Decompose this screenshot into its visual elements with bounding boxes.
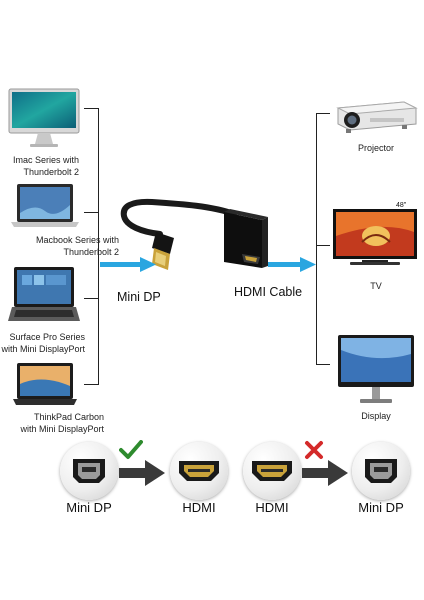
- input-label: Mini DP: [117, 290, 161, 304]
- left-bracket-tick: [84, 212, 99, 213]
- imac-image: [8, 88, 80, 147]
- source-caption-surface: Surface Pro Series with Mini DisplayPort: [0, 331, 85, 355]
- display-caption-projector: Projector: [357, 143, 394, 153]
- monitor-image: [338, 335, 414, 403]
- arrow-input: [100, 257, 156, 272]
- caption-line: Macbook Series with: [35, 235, 119, 245]
- caption-line: Imac Series with: [12, 155, 79, 165]
- arrow-output: [268, 257, 316, 272]
- caption-line: with Mini DisplayPort: [1, 344, 85, 354]
- right-bracket-tick: [316, 113, 330, 114]
- caption-line: with Mini DisplayPort: [20, 424, 104, 434]
- source-caption-imac: Imac Series with Thunderbolt 2: [0, 154, 79, 178]
- display-caption-tv: TV: [370, 281, 382, 291]
- output-label: HDMI Cable: [234, 285, 303, 299]
- cross-icon: [305, 441, 323, 459]
- left-bracket-tick: [84, 108, 99, 109]
- right-bracket-vertical: [316, 113, 317, 364]
- caption-line: ThinkPad Carbon: [33, 412, 104, 422]
- compat-from-label: Mini DP: [66, 500, 112, 515]
- left-bracket-tick: [84, 384, 99, 385]
- macbook-image: [11, 184, 79, 227]
- hdmi-port-icon: [252, 461, 292, 481]
- hdmi-port-icon: [179, 461, 219, 481]
- arrow-right-icon: [119, 460, 165, 486]
- display-caption-monitor: Display: [361, 411, 391, 421]
- tv-size-badge: 48": [396, 202, 407, 209]
- minidp-port-icon: [365, 459, 397, 483]
- caption-line: Thunderbolt 2: [23, 167, 79, 177]
- source-caption-thinkpad: ThinkPad Carbon with Mini DisplayPort: [0, 411, 104, 435]
- right-bracket-tick: [316, 364, 330, 365]
- compat-to-label: HDMI: [182, 500, 216, 515]
- caption-line: Surface Pro Series: [9, 332, 85, 342]
- adapter-image: [120, 198, 268, 270]
- check-icon: [119, 440, 143, 459]
- compat-from-label: HDMI: [255, 500, 289, 515]
- thinkpad-image: [13, 363, 77, 405]
- source-caption-macbook: Macbook Series with Thunderbolt 2: [0, 234, 119, 258]
- right-bracket-tick: [316, 245, 330, 246]
- surface-pro-image: [8, 267, 80, 321]
- left-bracket-tick: [84, 298, 99, 299]
- projector-image: [336, 101, 418, 133]
- minidp-port-icon: [73, 459, 105, 483]
- left-bracket-vertical: [98, 108, 99, 384]
- compat-to-label: Mini DP: [358, 500, 404, 515]
- tv-image: [333, 209, 417, 265]
- caption-line: Thunderbolt 2: [63, 247, 119, 257]
- arrow-right-icon: [302, 460, 348, 486]
